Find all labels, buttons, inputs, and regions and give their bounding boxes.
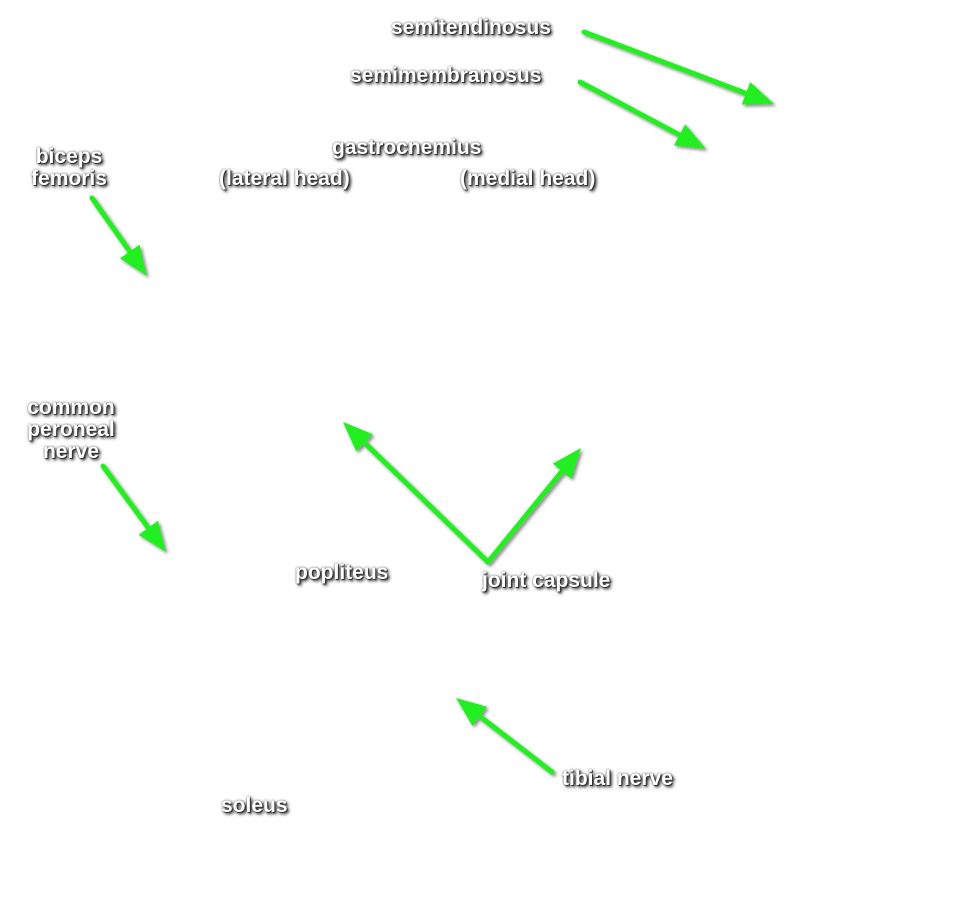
arrow-common-peroneal-nerve-head (138, 520, 166, 552)
label-common-peroneal-nerve: common peroneal nerve (14, 397, 128, 463)
label-common-peroneal-nerve-line1: common (27, 396, 115, 419)
arrow-semitendinosus-head (741, 82, 774, 105)
arrow-semimembranosus-head (673, 124, 706, 149)
arrow-semimembranosus-shaft (577, 79, 683, 138)
label-common-peroneal-nerve-line2: peroneal (27, 418, 115, 441)
label-soleus: soleus (221, 794, 288, 817)
label-medial-head: (medial head) (460, 167, 596, 190)
arrow-semitendinosus-shaft (581, 29, 749, 96)
label-semimembranosus: semimembranosus (350, 64, 542, 87)
arrow-biceps-femoris-shaft (89, 195, 133, 254)
arrow-biceps-femoris-head (119, 244, 147, 276)
label-biceps-femoris: biceps femoris (20, 146, 118, 190)
label-joint-capsule: joint capsule (482, 569, 611, 592)
arrow-joint-capsule-popliteus-head (343, 422, 373, 452)
arrow-joint-capsule-medial-head (552, 448, 581, 479)
label-lateral-head: (lateral head) (219, 167, 350, 190)
arrow-tibial-nerve-head (456, 698, 488, 726)
arrow-joint-capsule-popliteus-shaft (362, 440, 491, 565)
label-biceps-femoris-line2: femoris (31, 167, 107, 190)
label-popliteus: popliteus (295, 561, 389, 584)
arrow-common-peroneal-nerve-shaft (100, 463, 151, 531)
arrow-joint-capsule-medial-shaft (485, 468, 565, 565)
arrow-tibial-nerve-shaft (477, 713, 555, 775)
label-gastrocnemius: gastrocnemius (332, 136, 482, 159)
label-common-peroneal-nerve-line3: nerve (42, 440, 100, 463)
label-biceps-femoris-line1: biceps (35, 145, 103, 168)
label-tibial-nerve: tibial nerve (562, 767, 673, 790)
label-semitendinosus: semitendinosus (391, 16, 551, 39)
